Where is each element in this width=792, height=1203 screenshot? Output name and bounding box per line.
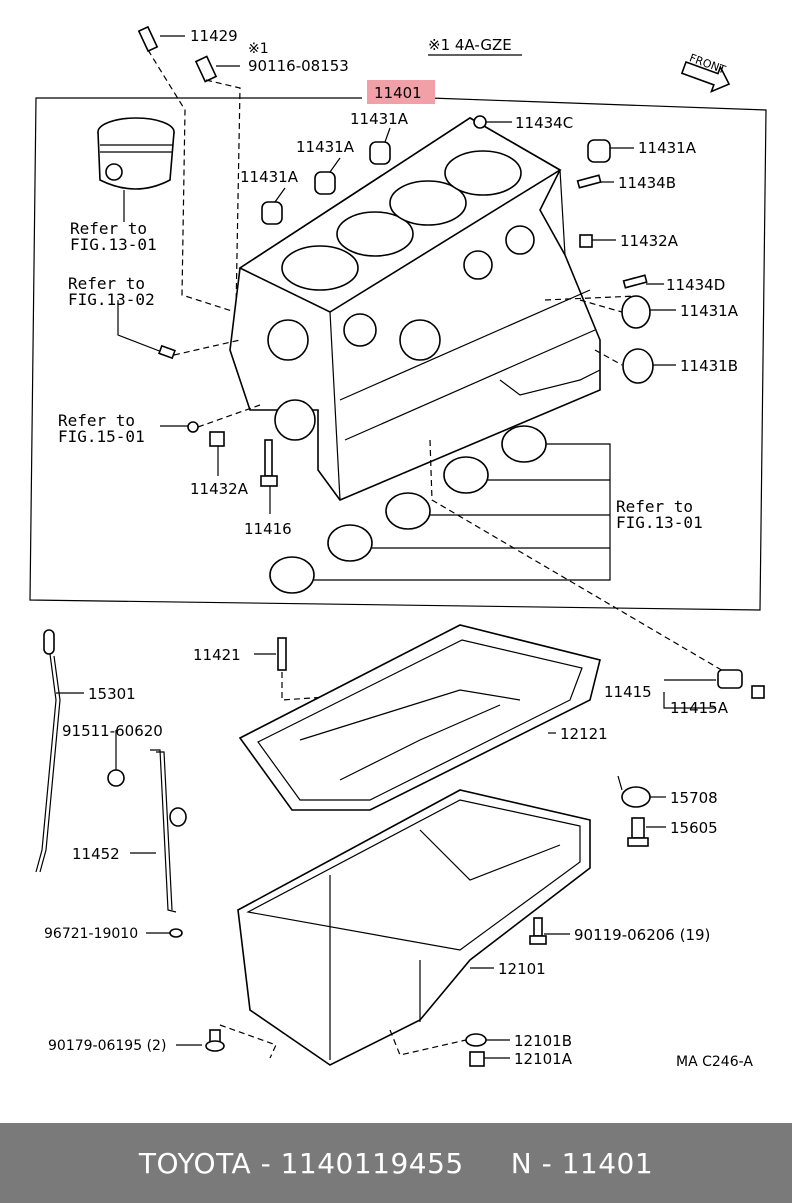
- bolt-11421-icon: [277, 637, 287, 671]
- stud-11429-icon: [137, 25, 185, 53]
- refer-13-02-a: Refer to: [68, 274, 145, 293]
- label-11415: 11415: [604, 683, 652, 701]
- piston-icon: [97, 117, 175, 190]
- bolt-91511-icon: [107, 769, 125, 787]
- label-11452: 11452: [72, 845, 120, 863]
- label-note1: ※1: [248, 41, 269, 57]
- dipstick-icon: [35, 629, 61, 873]
- label-11431a-3: 11431A: [638, 139, 697, 157]
- block-group-frame: [29, 97, 767, 611]
- label-15301: 15301: [88, 685, 136, 703]
- bolt-15605-icon: [627, 817, 649, 847]
- bolt-90119-icon: [529, 917, 547, 945]
- plug-11434c-icon: [473, 115, 487, 129]
- refer-13-01-a: Refer to: [70, 219, 147, 238]
- plug-11431a-icon: [261, 139, 611, 225]
- label-11434b: 11434B: [618, 174, 676, 192]
- refer-13-02-b: FIG.13-02: [68, 290, 155, 309]
- label-11431b: 11431B: [680, 357, 738, 375]
- label-91511: 91511-60620: [62, 722, 163, 740]
- footer-bar: TOYOTA - 1140119455 N - 11401: [0, 1123, 792, 1203]
- gasket-12101a-icon: [469, 1051, 485, 1067]
- label-11431a-4: 11431A: [240, 168, 299, 186]
- drawing-code: MA C246-A: [676, 1054, 753, 1070]
- pin-11434b-icon: [576, 174, 602, 189]
- label-11416: 11416: [244, 520, 292, 538]
- label-12101b: 12101B: [514, 1032, 572, 1050]
- front-arrow-icon: FRONT: [680, 51, 731, 93]
- plug-11431a-side-icon: [621, 295, 651, 329]
- refer-15-01-b: FIG.15-01: [58, 427, 145, 446]
- dipstick-guide-icon: [150, 749, 187, 913]
- label-11431a-2: 11431A: [296, 138, 355, 156]
- refer-15-01-a: Refer to: [58, 411, 135, 430]
- plug-11431b-icon: [622, 348, 654, 384]
- label-11415a: 11415A: [670, 699, 729, 717]
- label-11421: 11421: [193, 646, 241, 664]
- oil-switch-15708-icon: [617, 775, 651, 808]
- label-11401: 11401: [374, 84, 422, 102]
- label-11432a-1: 11432A: [620, 232, 679, 250]
- pin-11434d-icon: [622, 274, 648, 289]
- label-11429: 11429: [190, 27, 238, 45]
- label-11432a-2: 11432A: [190, 480, 249, 498]
- label-90116: 90116-08153: [248, 57, 349, 75]
- cylinder-block-icon: [229, 117, 601, 501]
- refer-13-01-b: FIG.13-01: [70, 235, 157, 254]
- label-11434c: 11434C: [515, 114, 573, 132]
- label-11431a-5: 11431A: [680, 302, 739, 320]
- sensor-11415-icon: [717, 669, 765, 699]
- oil-pan-icon: [237, 789, 591, 1066]
- label-12101: 12101: [498, 960, 546, 978]
- footer-text: TOYOTA - 1140119455 N - 11401: [138, 1146, 654, 1180]
- refer-13-01-c: Refer to: [616, 497, 693, 516]
- baffle-plate-icon: [238, 624, 601, 811]
- parts-diagram: ※1 4A-GZE FRONT: [29, 25, 767, 1070]
- label-11434d: 11434D: [666, 276, 725, 294]
- label-15708: 15708: [670, 789, 718, 807]
- plug-11432a-icon: [579, 234, 593, 248]
- label-90119: 90119-06206 (19): [574, 926, 710, 944]
- highlight-box: [367, 80, 435, 104]
- label-11431a-1: 11431A: [350, 110, 409, 128]
- bearing-icon: [269, 425, 547, 594]
- label-90179: 90179-06195 (2): [48, 1038, 166, 1054]
- label-15605: 15605: [670, 819, 718, 837]
- drain-plug-12101b-icon: [465, 1033, 487, 1047]
- bolt-11416-icon: [260, 439, 278, 487]
- label-12121: 12121: [560, 725, 608, 743]
- refer-13-01-d: FIG.13-01: [616, 513, 703, 532]
- plug-11432a-left-icon: [209, 431, 225, 447]
- label-12101a: 12101A: [514, 1050, 573, 1068]
- engine-note: ※1 4A-GZE: [428, 36, 512, 54]
- label-96721: 96721-19010: [44, 926, 138, 942]
- bolt-90179-icon: [205, 1029, 225, 1052]
- stud-90116-icon: [194, 55, 240, 83]
